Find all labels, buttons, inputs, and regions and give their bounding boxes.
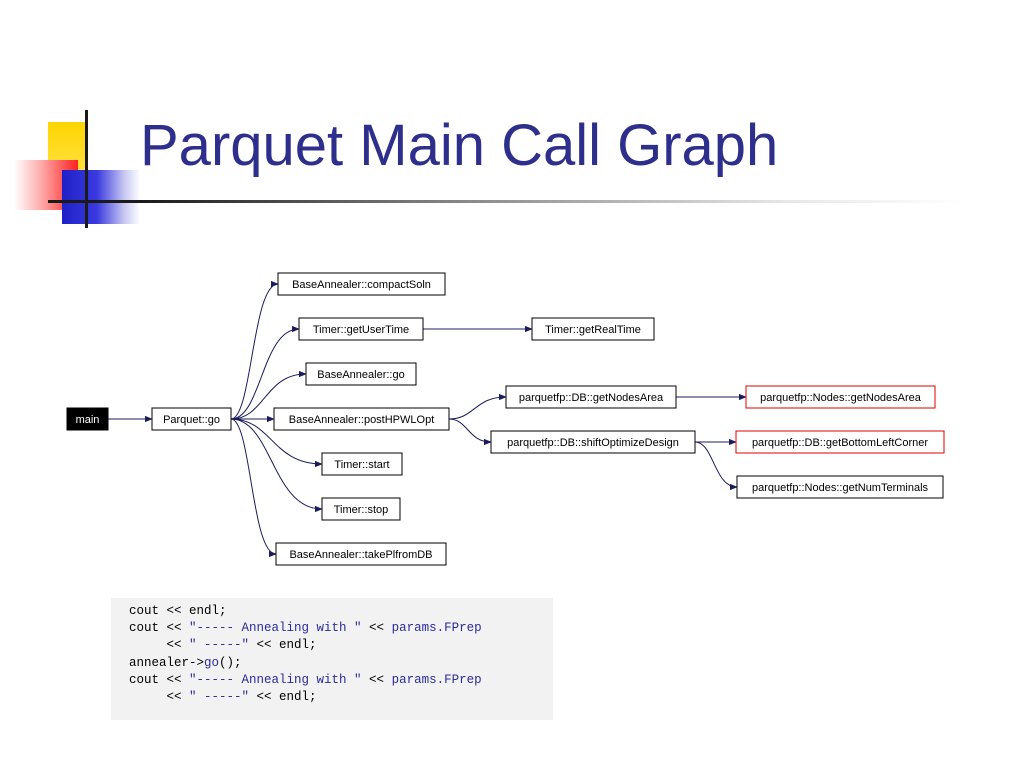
node-box	[736, 475, 944, 499]
edge-parquet_go-to-timer_stop	[230, 418, 323, 513]
node-shiftOptimizeDesign: parquetfp::DB::shiftOptimizeDesign	[490, 430, 696, 454]
code-plain: cout <<	[129, 621, 190, 636]
edge-postHPWLOpt-to-shiftOptimizeDesign	[448, 418, 492, 446]
code-plain: cout <<	[129, 672, 190, 687]
code-plain: ();	[219, 655, 242, 670]
node-box	[275, 542, 447, 566]
node-box	[151, 407, 232, 431]
code-plain: <<	[361, 672, 392, 687]
node-parquet_go: Parquet::go	[151, 407, 232, 431]
node-timer_stop: Timer::stop	[321, 497, 401, 521]
code-line: cout << endl;	[129, 604, 227, 618]
code-line: cout << "----- Annealing with " << param…	[129, 621, 482, 635]
node-box	[321, 497, 401, 521]
edge-shiftOptimizeDesign-to-getNumTerminals	[694, 441, 738, 491]
node-box	[277, 272, 446, 296]
node-box	[321, 452, 403, 476]
code-string: go	[204, 655, 220, 670]
code-string: "----- Annealing with "	[189, 672, 362, 687]
code-plain: <<	[129, 638, 190, 653]
decorative-vertical-rule	[85, 110, 88, 228]
code-line: << " -----" << endl;	[129, 690, 317, 704]
code-line: << " -----" << endl;	[129, 638, 317, 652]
title-underline-rule	[48, 200, 968, 203]
node-label: Timer::getUserTime	[313, 324, 409, 336]
edge-postHPWLOpt-to-db_getNodesArea	[448, 393, 507, 420]
node-getNumTerminals: parquetfp::Nodes::getNumTerminals	[736, 475, 944, 499]
node-box	[298, 317, 424, 341]
node-box	[505, 385, 677, 409]
node-nodes_getNodesArea: parquetfp::Nodes::getNodesArea	[745, 385, 936, 409]
node-timer_start: Timer::start	[321, 452, 403, 476]
code-string: "----- Annealing with "	[189, 621, 362, 636]
code-plain: cout << endl;	[129, 604, 227, 618]
node-box	[66, 407, 109, 431]
node-box	[273, 407, 450, 431]
node-box	[305, 362, 417, 386]
node-db_getNodesArea: parquetfp::DB::getNodesArea	[505, 385, 677, 409]
node-getBottomLeftCorner: parquetfp::DB::getBottomLeftCorner	[735, 430, 945, 454]
code-plain: annealer->	[129, 655, 205, 670]
node-label: BaseAnnealer::go	[317, 369, 404, 381]
node-label: BaseAnnealer::takePlfromDB	[289, 549, 432, 561]
node-label: parquetfp::Nodes::getNumTerminals	[752, 482, 929, 494]
node-label: Parquet::go	[163, 414, 220, 426]
code-line: annealer->go();	[129, 656, 242, 670]
edge-parquet_go-to-timer_start	[230, 418, 323, 468]
node-main: main	[66, 407, 109, 431]
code-plain: <<	[129, 690, 190, 705]
code-plain: <<	[361, 621, 392, 636]
node-box	[745, 385, 936, 409]
node-label: BaseAnnealer::compactSoln	[292, 279, 431, 291]
node-ba_go: BaseAnnealer::go	[305, 362, 417, 386]
edge-parquet_go-to-compactSoln	[230, 280, 279, 420]
code-plain: << endl;	[249, 638, 317, 653]
code-line: cout << "----- Annealing with " << param…	[129, 673, 482, 687]
code-string: " -----"	[189, 690, 250, 705]
node-label: Timer::start	[334, 459, 389, 471]
node-label: parquetfp::Nodes::getNodesArea	[760, 392, 922, 404]
code-plain: << endl;	[249, 690, 317, 705]
node-postHPWLOpt: BaseAnnealer::postHPWLOpt	[273, 407, 450, 431]
code-string: " -----"	[189, 638, 250, 653]
node-box	[490, 430, 696, 454]
decorative-blue-square	[62, 170, 140, 224]
code-string: params.FPrep	[391, 621, 482, 636]
node-label: Timer::stop	[334, 504, 389, 516]
node-label: parquetfp::DB::getBottomLeftCorner	[752, 437, 928, 449]
slide-title: Parquet Main Call Graph	[140, 113, 779, 178]
code-text: cout << endl; cout << "----- Annealing w…	[129, 603, 482, 706]
node-box	[531, 317, 655, 341]
node-label: Timer::getRealTime	[545, 324, 641, 336]
node-label: main	[76, 414, 100, 426]
node-label: parquetfp::DB::shiftOptimizeDesign	[507, 437, 679, 449]
node-getUserTime: Timer::getUserTime	[298, 317, 424, 341]
edge-parquet_go-to-takePlfromDB	[230, 418, 277, 558]
edge-parquet_go-to-ba_go	[230, 370, 307, 420]
node-takePlfromDB: BaseAnnealer::takePlfromDB	[275, 542, 447, 566]
node-label: parquetfp::DB::getNodesArea	[519, 392, 664, 404]
node-label: BaseAnnealer::postHPWLOpt	[289, 414, 435, 426]
node-box	[735, 430, 945, 454]
node-getRealTime: Timer::getRealTime	[531, 317, 655, 341]
edge-parquet_go-to-getUserTime	[230, 325, 300, 420]
node-compactSoln: BaseAnnealer::compactSoln	[277, 272, 446, 296]
code-string: params.FPrep	[391, 672, 482, 687]
code-block: cout << endl; cout << "----- Annealing w…	[111, 598, 553, 720]
